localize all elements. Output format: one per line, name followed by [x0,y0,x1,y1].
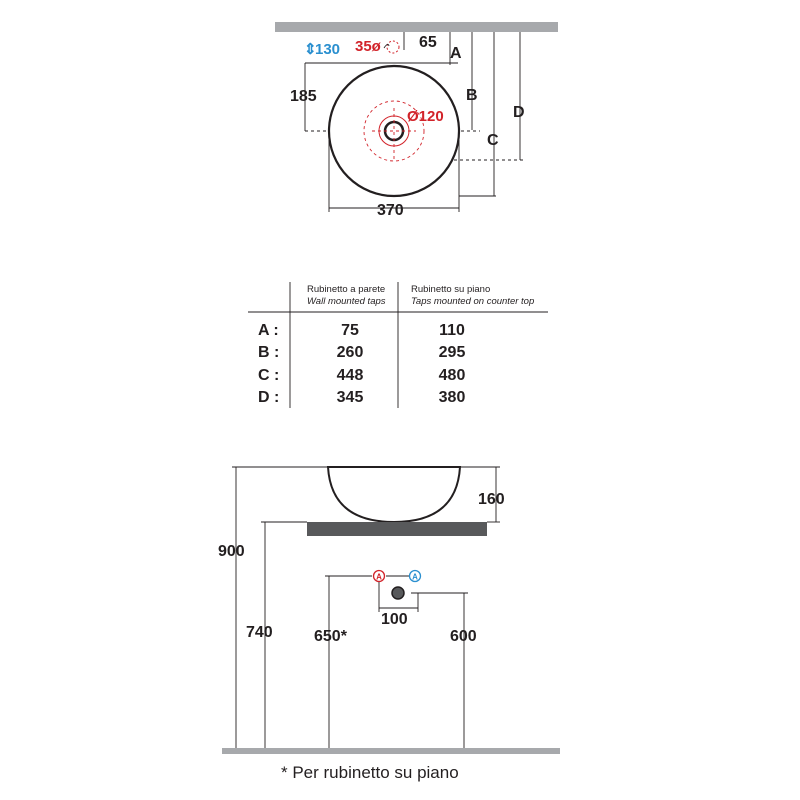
tap-dia-label: 35ø [355,38,382,55]
table-row: A : 75 110 [258,322,465,339]
tap-leader [383,43,390,49]
row-label: A : [258,322,279,339]
height-600-label: 600 [450,628,477,645]
table-row: C : 448 480 [258,367,465,384]
offset-65-label: 65 [419,34,437,51]
hot-water-symbol: A [376,573,382,582]
row-counter-value: 295 [439,344,466,361]
depth-185-label: 185 [290,88,317,105]
height-740-label: 740 [246,624,273,641]
dimension-table: Rubinetto a parete Wall mounted taps Rub… [248,282,548,408]
spacing-100-label: 100 [381,611,408,628]
height-160-label: 160 [478,491,505,508]
row-wall-value: 75 [341,322,359,339]
col2-subtitle: Taps mounted on counter top [411,296,534,307]
footnote: * Per rubinetto su piano [281,763,459,782]
width-370-label: 370 [377,202,404,219]
label-d: D [513,104,525,121]
row-counter-value: 380 [439,389,466,406]
label-a: A [450,45,462,62]
waste-outlet-icon [391,586,405,600]
cold-water-symbol: A [412,573,418,582]
col1-title: Rubinetto a parete [307,284,385,295]
hot-water-icon [372,569,386,583]
flow-height-icon: ⇕ [304,41,317,58]
countertop-slab [307,522,487,536]
floor-bar [222,748,560,754]
row-label: C : [258,367,279,384]
col2-title: Rubinetto su piano [411,284,490,295]
table-row: D : 345 380 [258,389,465,406]
label-c: C [487,132,499,149]
col1-subtitle: Wall mounted taps [307,296,386,307]
tap-hole-icon [386,40,400,54]
row-wall-value: 260 [337,344,364,361]
label-b: B [466,87,478,104]
drain-dia-label: Ø120 [407,108,444,125]
height-900-label: 900 [218,543,245,560]
row-counter-value: 480 [439,367,466,384]
cold-water-icon [408,569,422,583]
basin-bowl [326,466,462,524]
row-counter-value: 110 [439,322,465,339]
wall-bar-top [275,22,558,32]
height-650-label: 650* [314,628,348,645]
drain-hole [383,120,405,142]
row-wall-value: 448 [337,367,364,384]
flow-height-label: 130 [315,41,340,58]
row-label: D : [258,389,279,406]
side-view: A A 160 900 740 650* 600 100 [218,466,560,754]
row-label: B : [258,344,279,361]
top-view: ⇕ 130 35ø 65 A B C D 185 Ø120 370 [275,22,558,219]
drain-zone-circle [363,100,425,162]
table-row: B : 260 295 [258,344,465,361]
row-wall-value: 345 [337,389,364,406]
